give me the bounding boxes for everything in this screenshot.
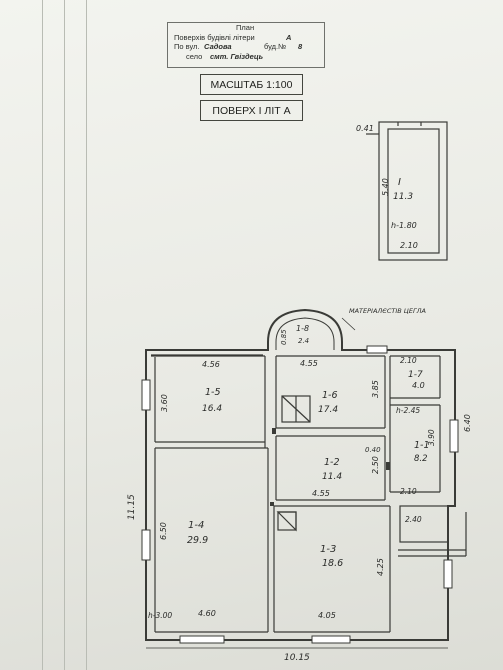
overall-width: 10.15	[284, 653, 310, 663]
room-1-3-width: 4.05	[318, 611, 336, 620]
letter-value: А	[286, 33, 292, 42]
room-1-1-id: 1-1	[414, 440, 430, 451]
annex-height: h-1.80	[391, 221, 417, 230]
building-outline	[145, 308, 456, 641]
room-1-8-id: 1-8	[296, 324, 309, 333]
street-value: Садова	[204, 42, 232, 51]
room-1-4-width: 4.60	[198, 609, 216, 618]
material-note: МАТЕРІАЛЄСТІВ ЦЕГЛА	[349, 307, 426, 315]
overall-depth: 11.15	[127, 494, 137, 520]
height-side: h-2.45	[396, 406, 420, 415]
house-number: 8	[298, 42, 303, 51]
village-label: село	[186, 52, 203, 61]
annex-inner	[387, 128, 440, 254]
stair-width: 2.40	[405, 515, 422, 524]
floor-box: ПОВЕРХ І ЛІТ А	[200, 100, 303, 121]
house-label: буд.№	[264, 42, 287, 51]
room-1-6-height: 3.85	[371, 380, 380, 398]
annex-area: 11.3	[393, 192, 413, 202]
room-1-4-area: 29.9	[187, 535, 208, 546]
margin-rule-2	[64, 0, 65, 670]
room-1-4-height: 6.50	[159, 522, 168, 540]
annex-name: I	[398, 177, 401, 188]
annex-outline	[378, 121, 448, 261]
annex-dim-left: 5.40	[381, 178, 390, 196]
street-label: По вул.	[174, 42, 200, 51]
floors-label: Поверхів будівлі літери	[174, 33, 255, 42]
room-1-7-area: 4.0	[412, 381, 425, 390]
annex-dim-bottom: 2.10	[400, 241, 418, 250]
room-1-2-width: 4.55	[312, 489, 330, 498]
room-1-2-id: 1-2	[324, 457, 340, 468]
village-value: смт. Гвіздець	[210, 52, 264, 61]
room-1-6-width: 4.55	[300, 359, 318, 368]
room-1-5-width: 4.56	[202, 360, 220, 369]
room-1-7-width: 2.10	[400, 356, 417, 365]
scale-box: МАСШТАБ 1:100	[200, 74, 303, 95]
plan-title: План	[236, 23, 255, 32]
room-1-4-id: 1-4	[188, 520, 204, 531]
room-1-1-height: 3.90	[427, 429, 436, 446]
room-1-5-id: 1-5	[205, 387, 221, 398]
room-1-1-width: 2.10	[400, 487, 417, 496]
title-block: План Поверхів будівлі літери А По вул. С…	[167, 22, 325, 68]
room-1-2-height: 2.50	[371, 456, 380, 474]
room-1-8-height: 0.85	[280, 329, 288, 345]
right-depth: 6.40	[463, 414, 472, 432]
margin-rule-1	[42, 0, 43, 670]
room-1-3-id: 1-3	[320, 544, 336, 555]
room-1-2-area: 11.4	[322, 472, 342, 482]
room-1-6-id: 1-6	[322, 390, 338, 401]
room-1-7-id: 1-7	[408, 370, 423, 380]
small-dim: 0.40	[365, 446, 381, 454]
room-1-8-area: 2.4	[298, 337, 309, 345]
room-1-5-height: 3.60	[160, 394, 169, 412]
room-1-3-area: 18.6	[322, 558, 343, 569]
room-1-5-area: 16.4	[202, 404, 222, 414]
room-1-1-area: 8.2	[414, 454, 428, 464]
height-main: h-3.00	[148, 611, 172, 620]
room-1-3-height: 4.25	[376, 558, 385, 576]
room-1-6-area: 17.4	[318, 405, 338, 415]
annex-dim-top: 0.41	[356, 124, 374, 133]
margin-rule-3	[86, 0, 87, 670]
